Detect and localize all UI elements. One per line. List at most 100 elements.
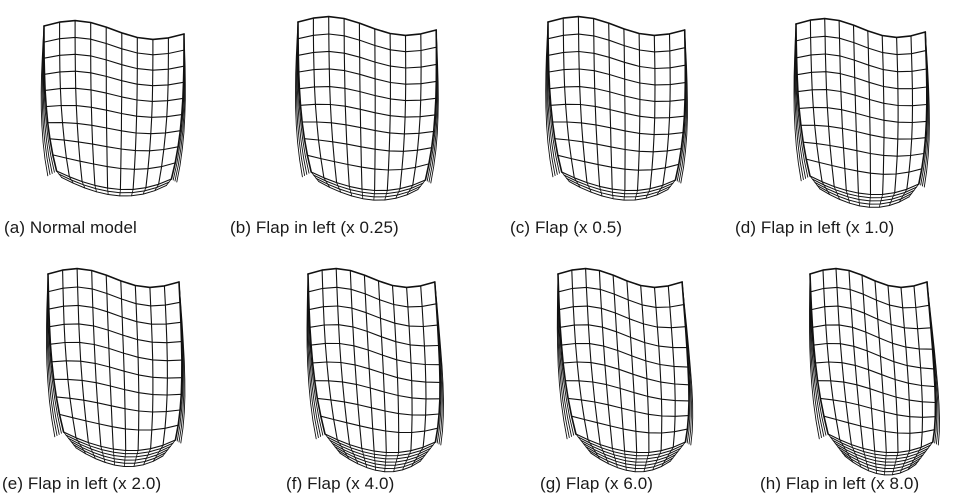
mesh-line (377, 280, 387, 454)
mesh-line (321, 269, 338, 441)
mesh-line (349, 444, 359, 465)
mesh-line (923, 31, 930, 188)
mesh-line (571, 269, 589, 441)
mesh-line (577, 16, 588, 184)
mesh-line (343, 17, 350, 187)
mesh-line (307, 267, 436, 289)
mesh-line (391, 284, 400, 453)
mesh-line (861, 274, 876, 452)
mesh-line (867, 30, 872, 196)
mesh-line (834, 443, 927, 463)
mesh-line (900, 286, 911, 452)
mesh-line (599, 185, 603, 197)
mesh-line (869, 194, 871, 208)
mesh-line (814, 361, 936, 388)
mesh-line (63, 431, 176, 452)
mesh-line (384, 189, 388, 201)
mesh-line (43, 53, 185, 71)
mesh-line (152, 444, 164, 462)
mesh-line (395, 188, 401, 199)
mesh-line (63, 431, 77, 449)
mesh-line (307, 273, 322, 437)
mesh-line (649, 34, 656, 190)
mesh-line (681, 281, 690, 443)
mesh-line (47, 267, 180, 289)
mesh-line (661, 446, 674, 467)
mesh-line (43, 70, 185, 87)
mesh-line (149, 286, 154, 450)
mesh-line (884, 452, 887, 476)
mesh-line (56, 170, 172, 191)
mesh-line (75, 437, 87, 455)
mesh-line (58, 173, 170, 194)
mesh-line (393, 451, 399, 473)
mesh-line (315, 177, 421, 198)
mesh-line (827, 433, 934, 454)
caption-c: (c) Flap (x 0.5) (510, 218, 623, 237)
mesh-line (547, 50, 686, 70)
mesh-line (674, 29, 687, 181)
mesh-line (162, 285, 168, 446)
mesh-line (623, 190, 626, 201)
mesh-line (306, 273, 317, 440)
mesh-line (412, 33, 422, 186)
mesh-line (812, 178, 917, 199)
mesh-line (680, 29, 688, 184)
mesh-line (809, 175, 821, 190)
wireframe-model-d (793, 17, 930, 208)
mesh-line (796, 53, 928, 73)
mesh-line (802, 141, 925, 157)
mesh-line (299, 103, 436, 118)
wireframe-model-b (295, 15, 439, 201)
mesh-line (68, 437, 171, 458)
caption-h: (h) Flap in left (x 8.0) (760, 474, 920, 493)
mesh-line (339, 452, 421, 473)
mesh-line (58, 413, 179, 431)
mesh-line (623, 28, 626, 192)
mesh-line (91, 269, 102, 447)
mesh-line (810, 305, 932, 330)
mesh-line (816, 185, 913, 205)
mesh-line (430, 29, 439, 184)
mesh-line (295, 21, 303, 178)
mesh-line (612, 447, 618, 469)
mesh-line (51, 360, 183, 379)
mesh-line (324, 433, 436, 454)
mesh-line (384, 452, 387, 473)
mesh-line (835, 268, 852, 446)
mesh-line (308, 305, 439, 328)
mesh-line (336, 439, 350, 460)
mesh-line (878, 193, 883, 208)
mesh-line (926, 281, 940, 446)
mesh-line (337, 449, 424, 469)
mesh-line (805, 158, 923, 175)
mesh-line (134, 284, 140, 451)
mesh-line (549, 86, 686, 102)
mesh-line (361, 447, 368, 469)
mesh-line (567, 397, 690, 417)
mesh-line (309, 324, 440, 347)
mesh-line (821, 181, 831, 196)
mesh-line (918, 31, 928, 185)
mesh-line (298, 86, 437, 102)
mesh-line (49, 341, 183, 362)
mesh-line (327, 436, 434, 457)
mesh-line (669, 441, 686, 462)
mesh-line (575, 433, 686, 454)
mesh-line (612, 274, 626, 452)
mesh-line (577, 436, 684, 457)
mesh-line (624, 450, 627, 471)
mesh-line (833, 186, 840, 200)
mesh-line (817, 380, 936, 404)
mesh-line (796, 71, 928, 90)
mesh-line (560, 342, 689, 368)
mesh-line (142, 187, 147, 195)
wireframe-model-g (556, 267, 694, 473)
caption-a: (a) Normal model (4, 218, 137, 237)
mesh-line (310, 171, 320, 183)
mesh-line (374, 28, 376, 192)
mesh-line (557, 267, 683, 289)
mesh-line (358, 22, 363, 190)
mesh-line (90, 21, 96, 186)
mesh-line (667, 285, 676, 448)
